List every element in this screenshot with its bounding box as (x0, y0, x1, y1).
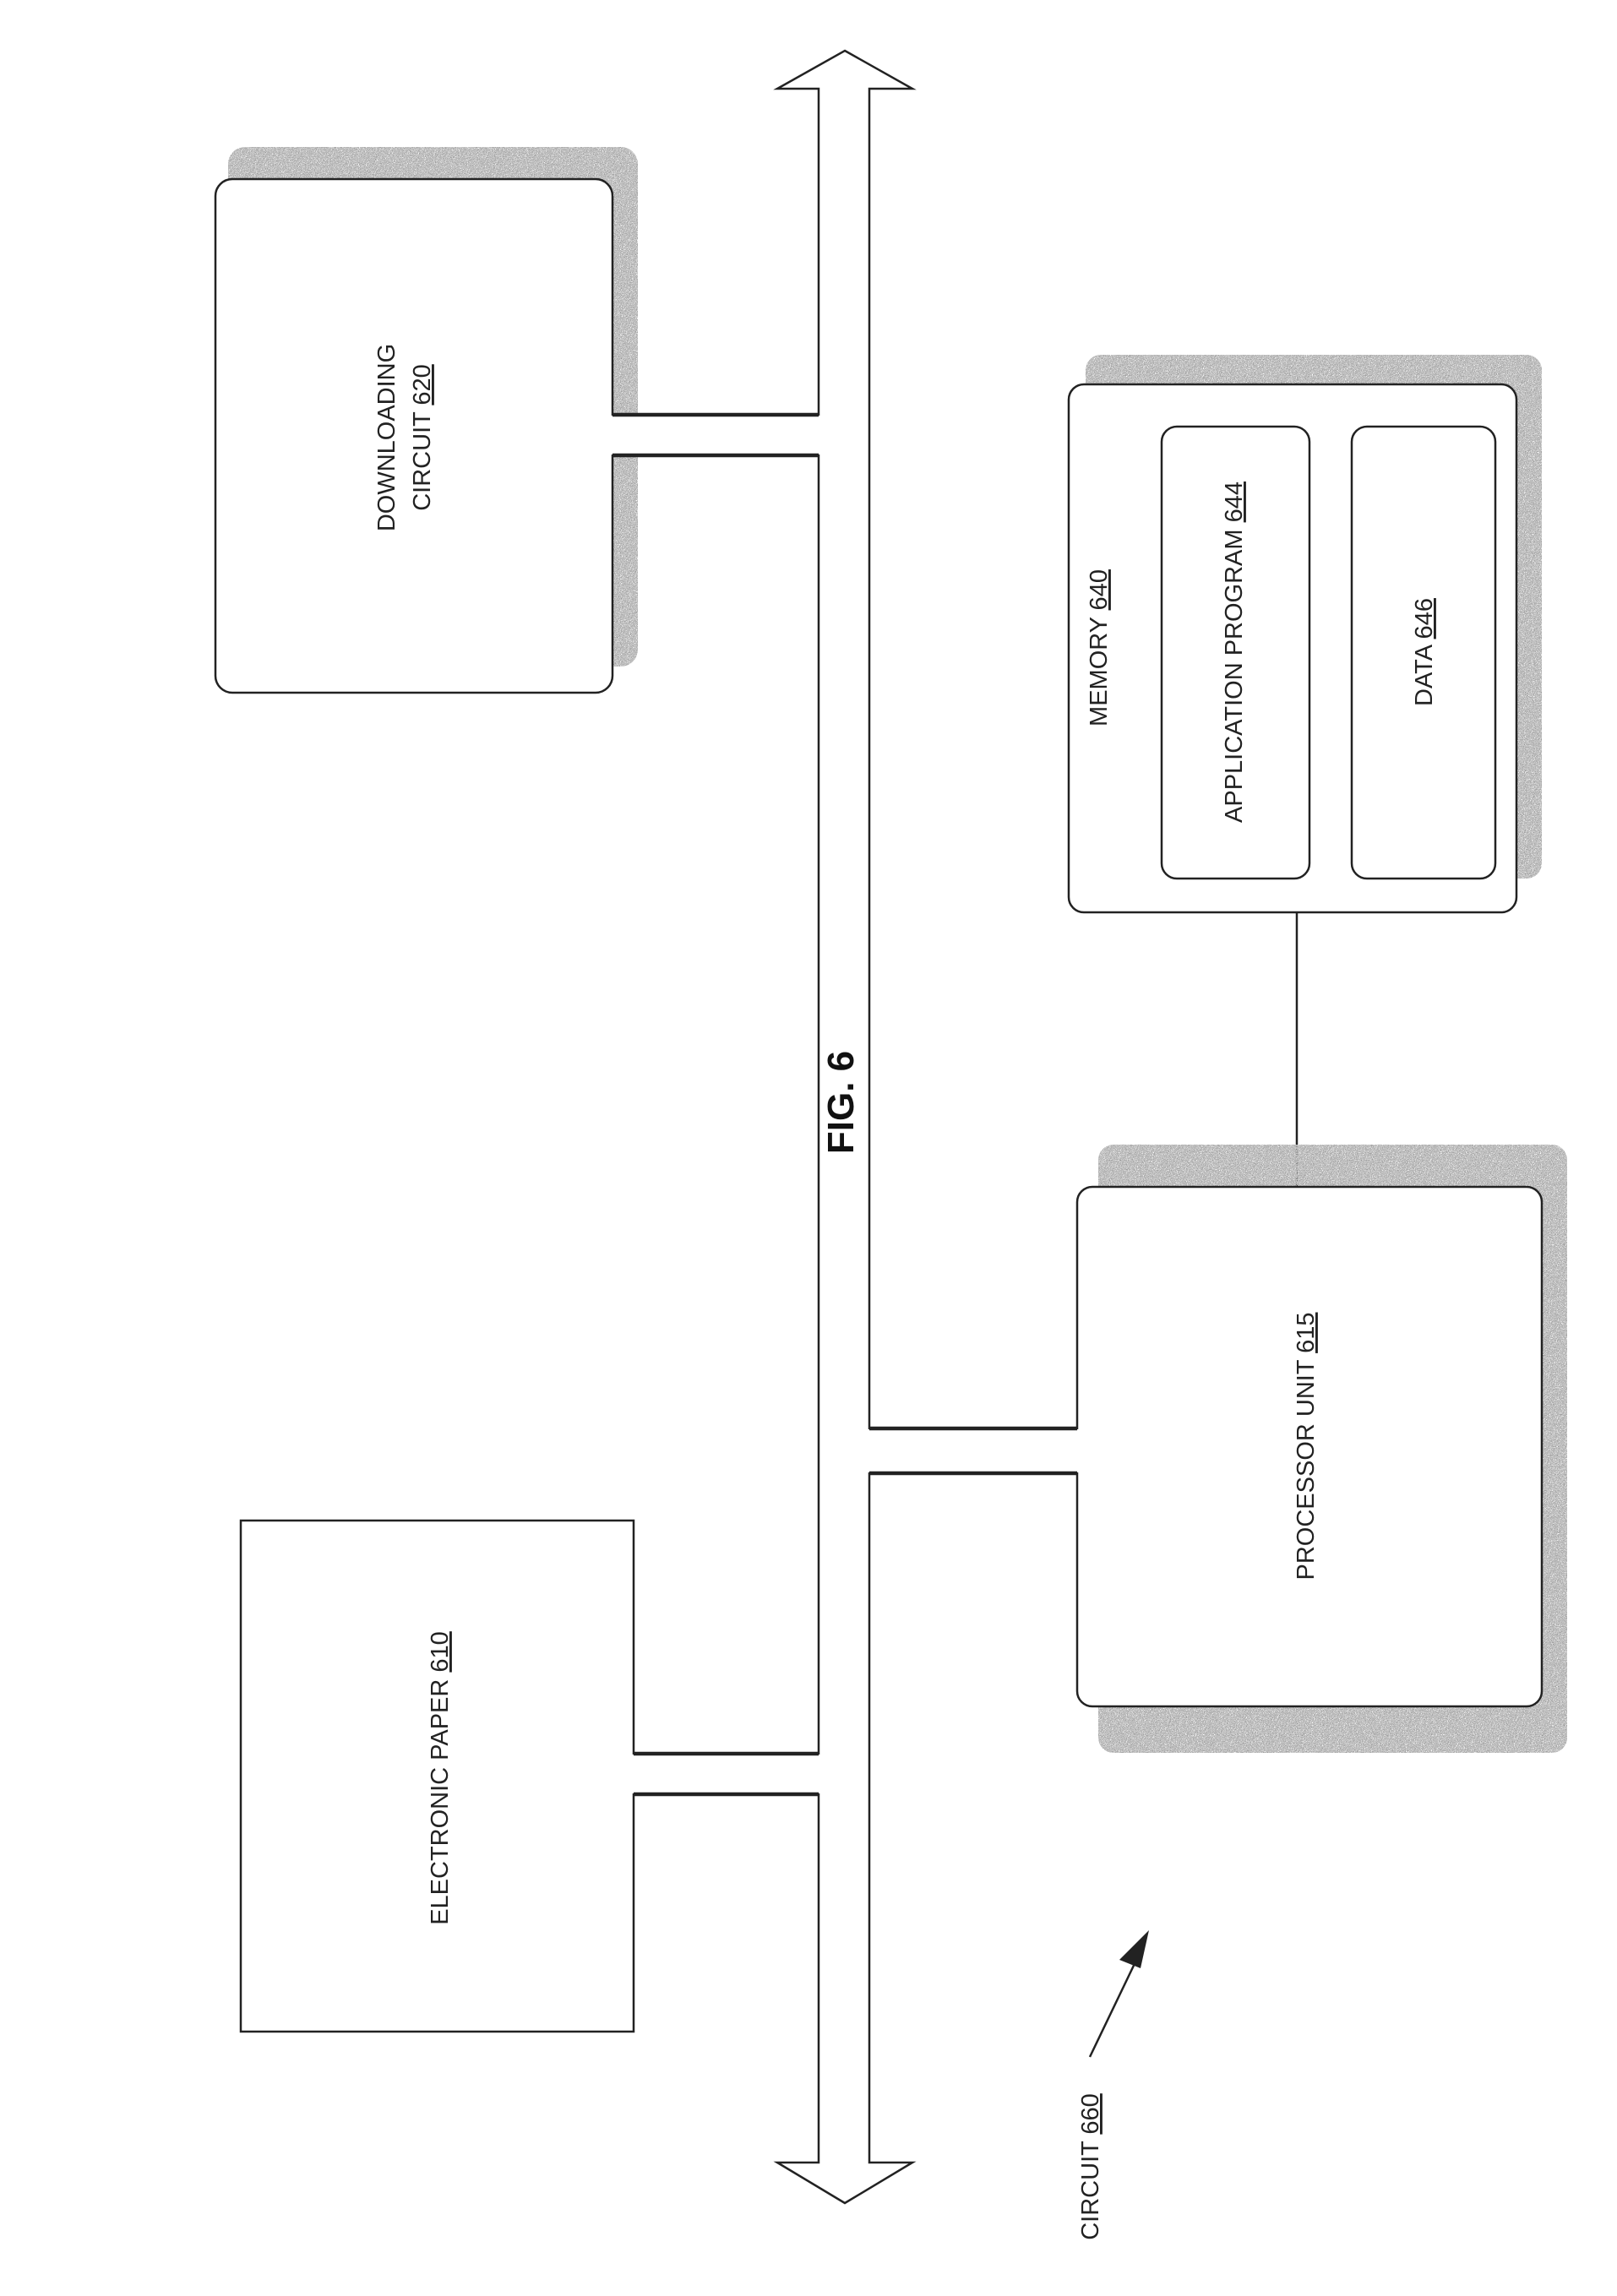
circuit-callout-ref: 660 (1077, 2093, 1104, 2134)
electronic-paper-label: ELECTRONIC PAPER 610 (427, 1631, 454, 1925)
processor-unit-label: PROCESSOR UNIT 615 (1293, 1313, 1320, 1581)
memory-ref: 640 (1086, 569, 1113, 610)
memory-label: MEMORY 640 (1086, 569, 1113, 726)
processor-unit-ref: 615 (1293, 1313, 1320, 1353)
application-program-label: APPLICATION PROGRAM 644 (1221, 482, 1248, 823)
data-label: DATA 646 (1411, 598, 1438, 706)
application-program-ref: 644 (1221, 482, 1248, 522)
figure-title: FIG. 6 (820, 1051, 862, 1154)
circuit-callout-arrowhead (1119, 1930, 1149, 1968)
data-ref: 646 (1411, 598, 1438, 639)
downloading-circuit-ref: 620 (409, 364, 436, 405)
circuit-callout-leader (1090, 1951, 1141, 2057)
circuit-callout-label: CIRCUIT 660 (1077, 2093, 1104, 2240)
downloading-circuit-line2: CIRCUIT 620 (409, 364, 436, 511)
downloading-circuit-line1: DOWNLOADING (373, 344, 400, 531)
electronic-paper-ref: 610 (427, 1631, 454, 1672)
